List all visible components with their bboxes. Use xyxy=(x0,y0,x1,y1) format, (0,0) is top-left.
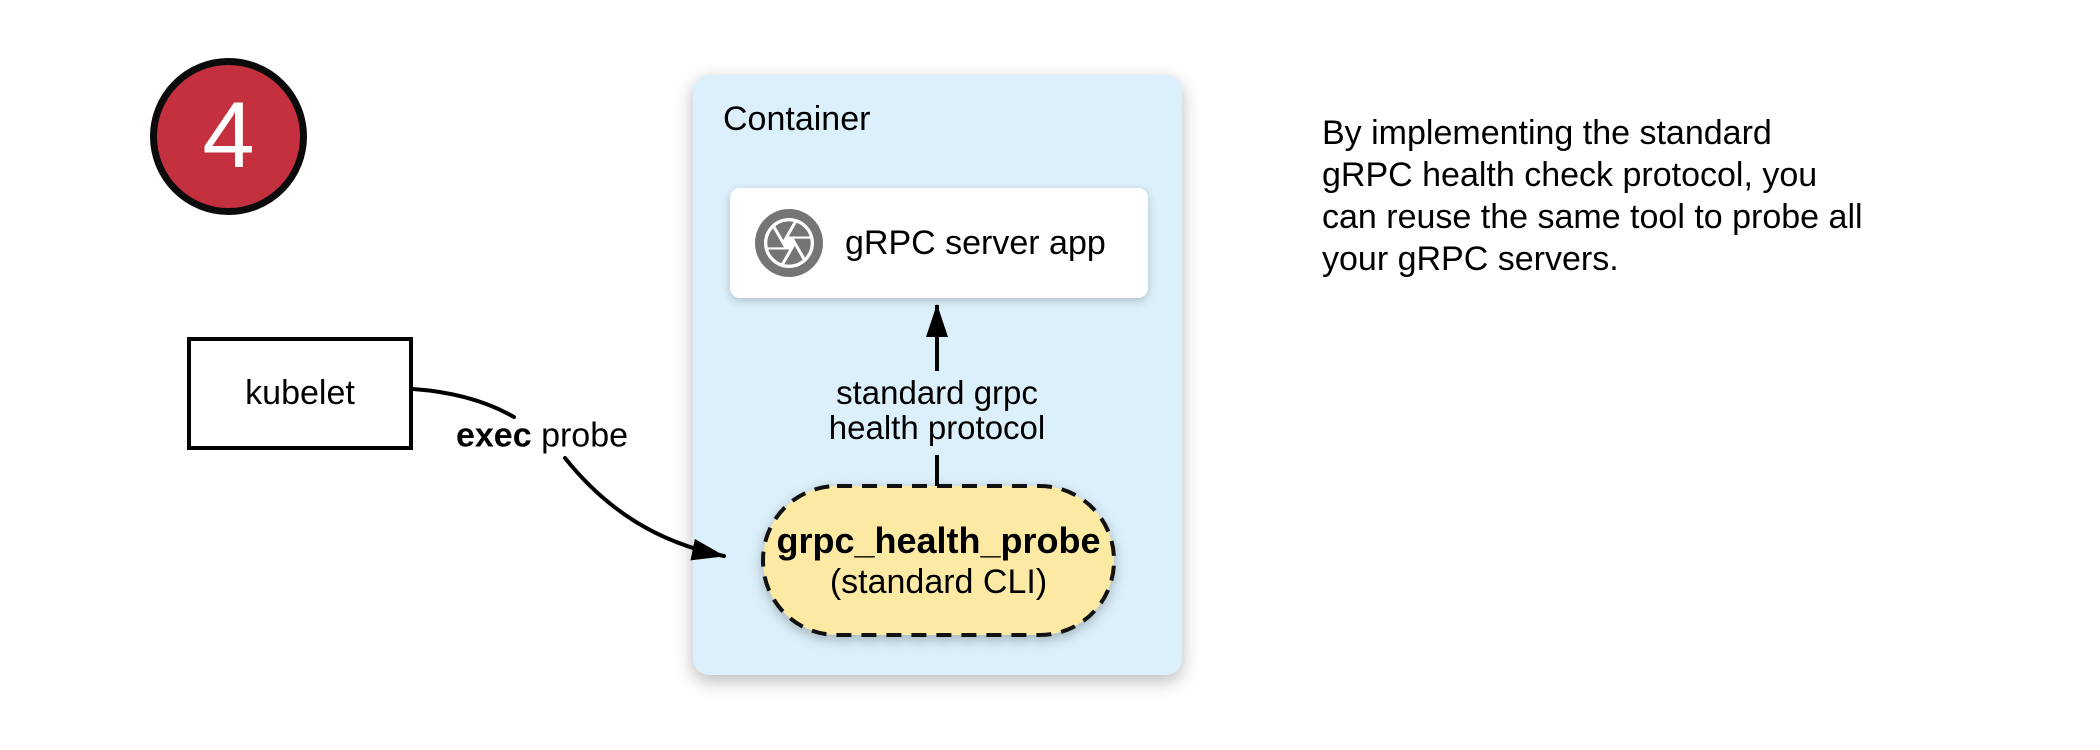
kubelet-box: kubelet xyxy=(187,337,413,450)
exec-probe-label-rest: probe xyxy=(531,416,629,455)
probe-oval-outline xyxy=(761,484,1116,637)
exec-probe-label: exec probe xyxy=(456,417,628,456)
exec-probe-label-bold: exec xyxy=(455,416,532,455)
annotation-text: By implementing the standard gRPC health… xyxy=(1322,114,1863,278)
grpc-server-box: gRPC server app xyxy=(730,188,1148,298)
grpc-server-label: gRPC server app xyxy=(845,223,1106,262)
protocol-arrow-label: standard grpc health protocol xyxy=(828,374,1046,446)
container-title: Container xyxy=(723,100,871,138)
kubelet-label: kubelet xyxy=(245,374,355,412)
probe-oval-subtitle: (standard CLI) xyxy=(829,562,1048,601)
aperture-icon xyxy=(755,209,823,277)
probe-oval-title: grpc_health_probe xyxy=(776,519,1101,561)
step-number: 4 xyxy=(202,81,255,187)
exec-probe-arrow-start xyxy=(411,387,516,419)
step-badge: 4 xyxy=(150,58,307,215)
probe-oval: grpc_health_probe (standard CLI) xyxy=(760,483,1117,638)
